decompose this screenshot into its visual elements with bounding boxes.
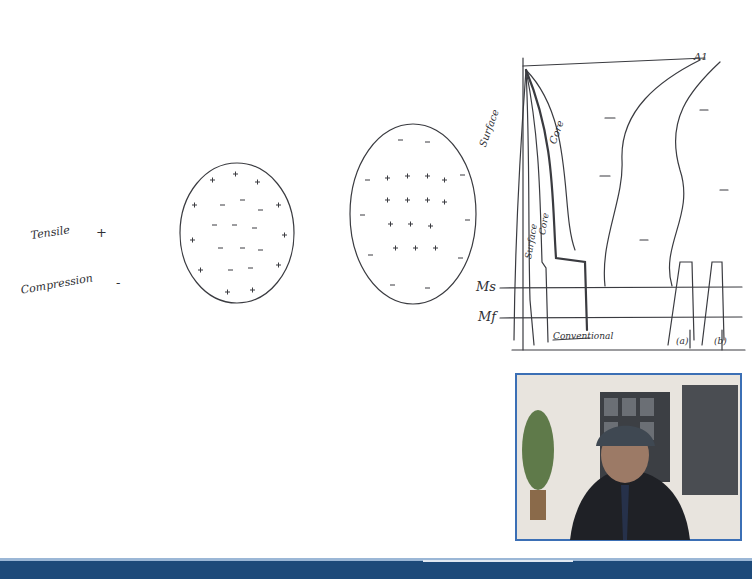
cooling-curve xyxy=(514,70,526,340)
handwritten-label: Compression xyxy=(20,272,94,295)
handwritten-label: Core xyxy=(548,119,566,145)
sign-marks xyxy=(190,140,470,295)
bottom-bar-edge xyxy=(0,558,752,561)
ms-line xyxy=(500,287,742,288)
cooling-curve xyxy=(526,70,587,330)
handwritten-label: (b) xyxy=(714,337,727,346)
a1-line xyxy=(523,58,705,66)
handwritten-label: Tensile xyxy=(30,225,70,241)
progress-mark xyxy=(423,560,573,562)
transformation-start-curve xyxy=(604,60,700,286)
cooling-curve xyxy=(526,70,575,250)
handwritten-label: Mf xyxy=(478,310,496,323)
handwritten-label: Surface xyxy=(478,108,501,148)
hatch-dash xyxy=(600,110,728,240)
handwritten-label: - xyxy=(116,276,120,289)
cross-section-circle xyxy=(180,163,294,303)
handwritten-label: A1 xyxy=(694,52,708,62)
handwritten-label: + xyxy=(96,226,107,239)
handwritten-sketch xyxy=(180,58,745,350)
time-axis xyxy=(512,349,745,350)
handwritten-label: Core xyxy=(538,212,551,235)
step-treatment xyxy=(702,262,724,345)
handwritten-label: Conventional xyxy=(553,332,613,341)
transformation-end-curve xyxy=(669,62,720,286)
handwritten-label: Surface xyxy=(524,223,539,259)
handwritten-label: (a) xyxy=(676,337,688,346)
cooling-curve xyxy=(526,70,548,342)
cross-section-circle xyxy=(350,124,476,304)
bottom-bar xyxy=(0,560,752,579)
handwritten-label: Ms xyxy=(476,280,496,293)
webcam-inset xyxy=(516,374,741,540)
